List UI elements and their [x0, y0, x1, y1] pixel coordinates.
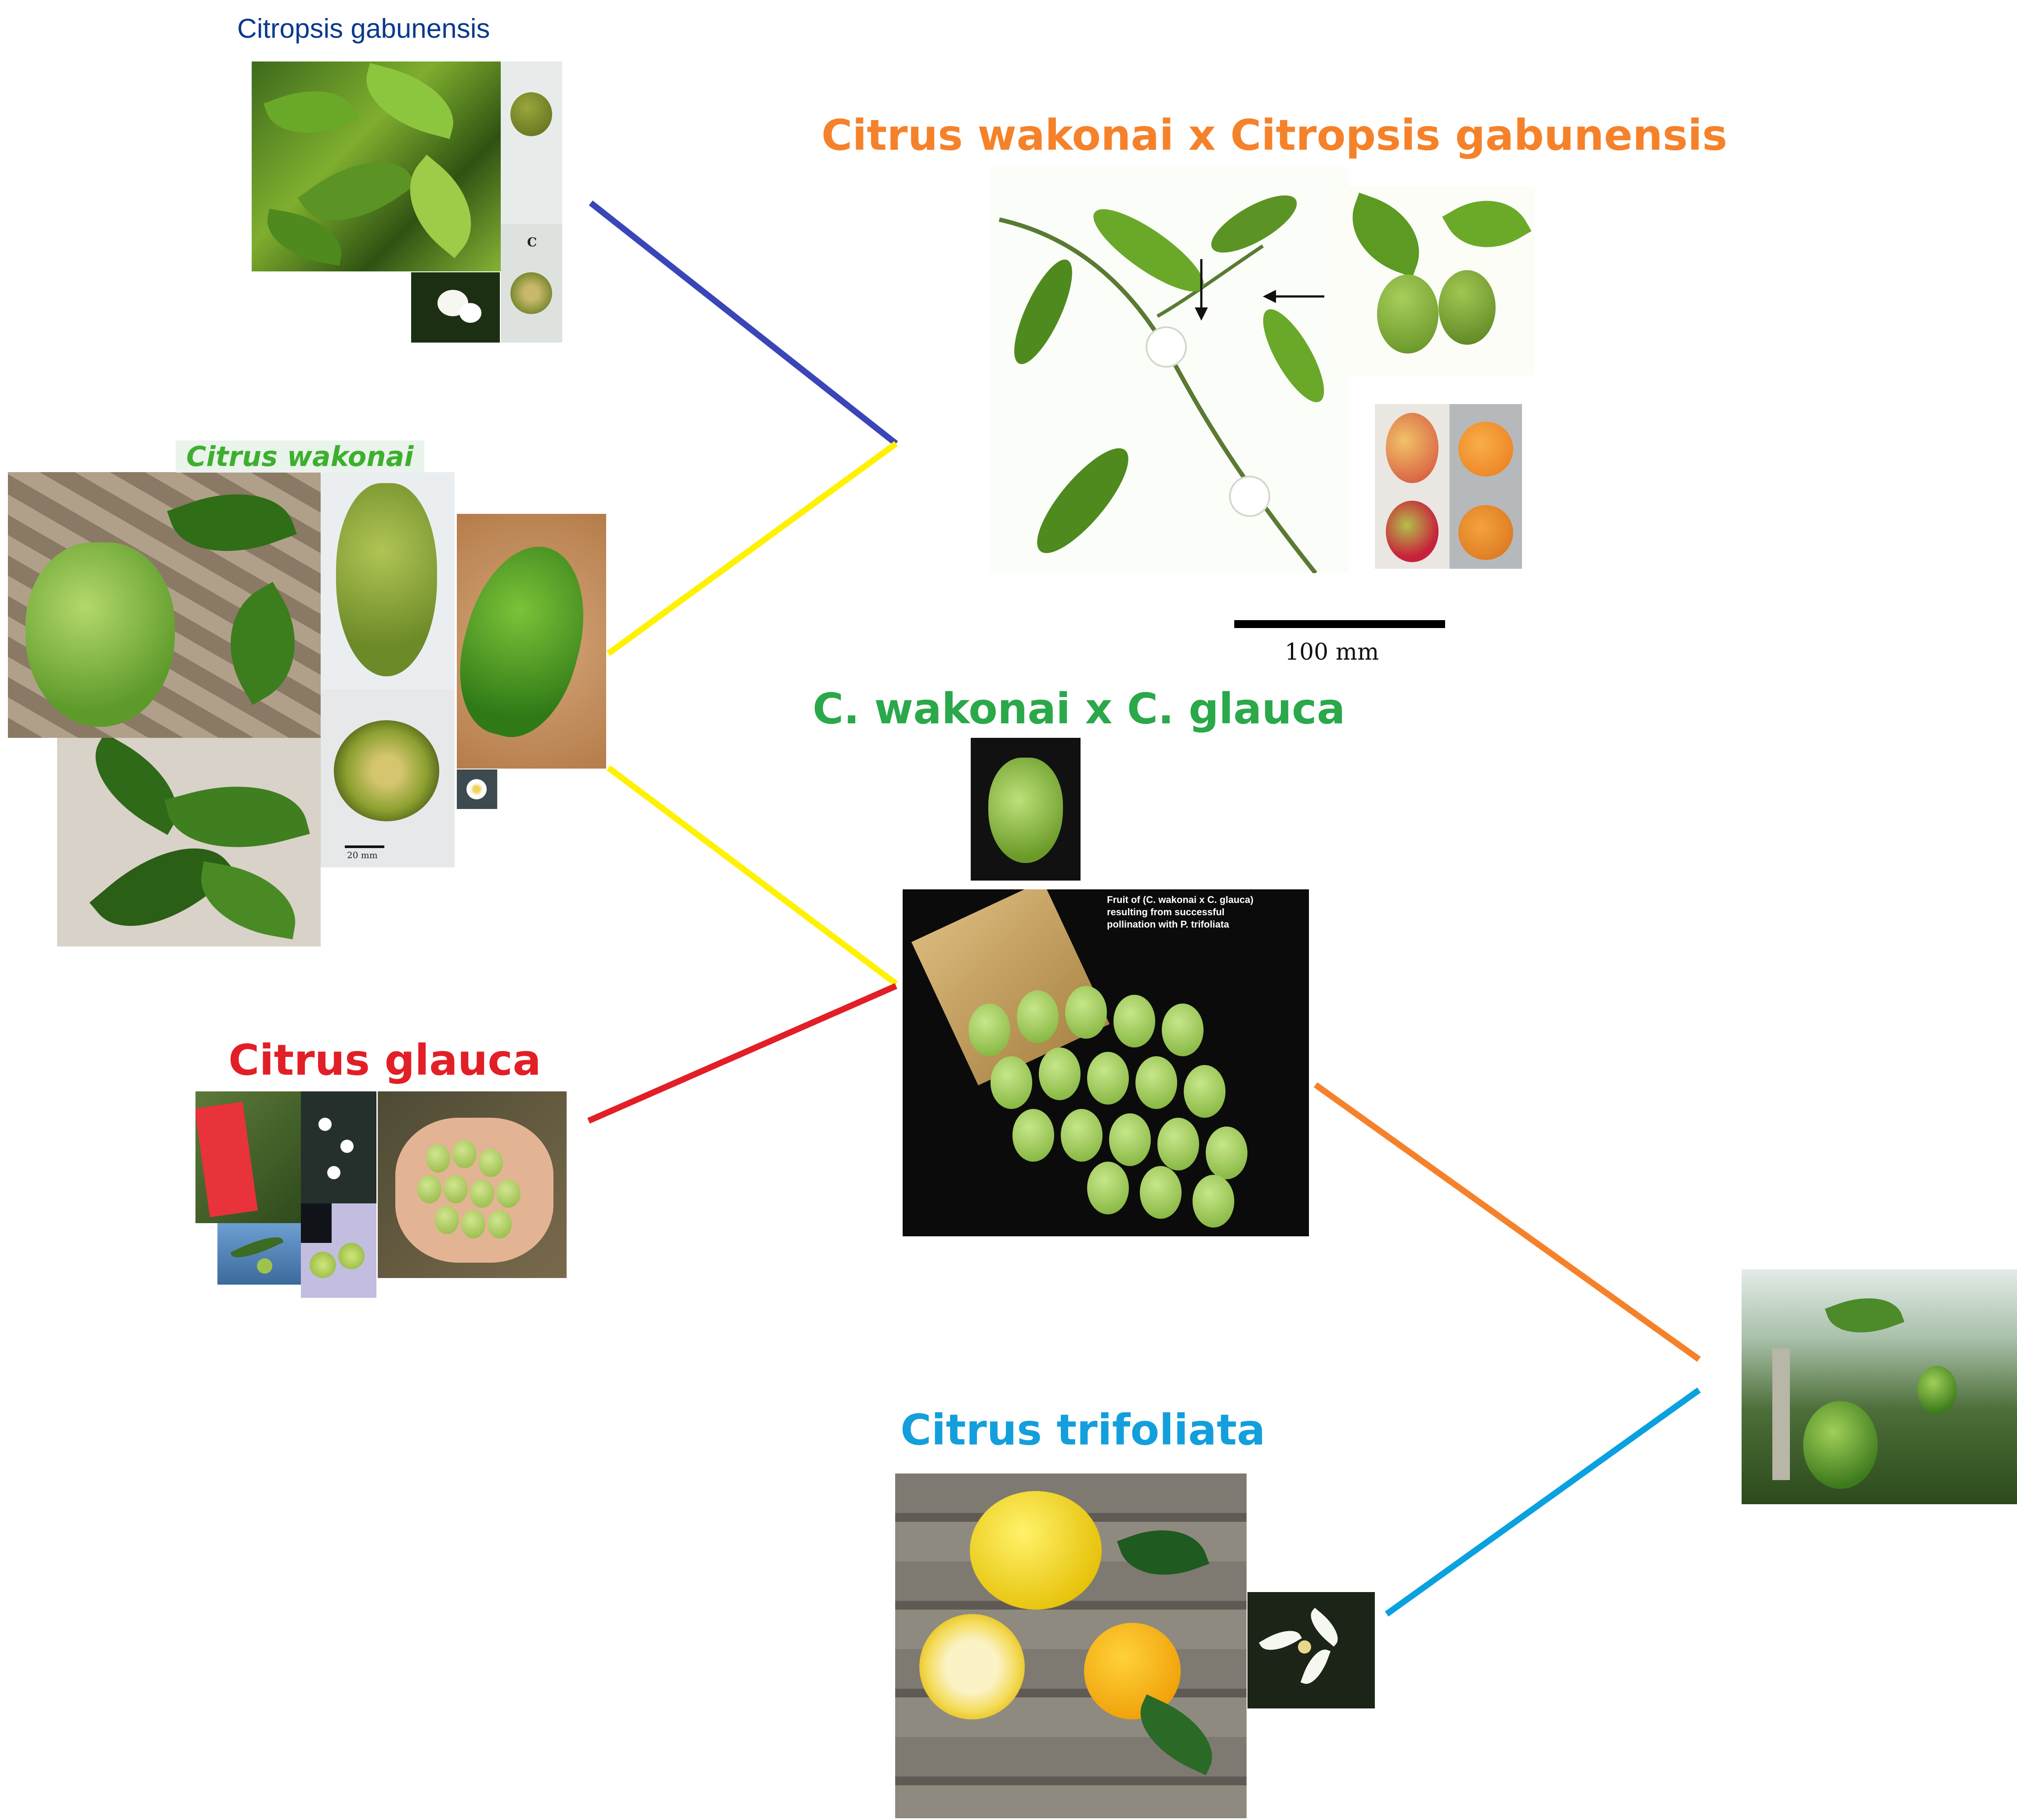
caption-line-2: resulting from successful: [1107, 906, 1296, 918]
line-glauca-to-hybrid2: [589, 986, 896, 1121]
photo-wakonai-fruit-on-sand: [457, 514, 606, 769]
scale-bar-small-label: 20 mm: [347, 850, 378, 860]
photo-final-greenhouse-fruit: [1742, 1269, 2017, 1504]
photo-trifoliata-fruit-on-wood: [895, 1473, 1247, 1818]
photo-hybrid1-orange-fruit: [1449, 404, 1522, 569]
caption-line-1: Fruit of (C. wakonai x C. glauca): [1107, 894, 1296, 906]
photo-wakonai-flower: [457, 769, 497, 809]
label-hybrid-wakonai-glauca: C. wakonai x C. glauca: [813, 684, 1345, 733]
fruit-bag-caption: Fruit of (C. wakonai x C. glauca) result…: [1107, 894, 1296, 931]
photo-trifoliata-flower: [1247, 1592, 1375, 1708]
photo-glauca-tag: [195, 1091, 301, 1223]
photo-hybrid1-red-fruit: [1375, 404, 1449, 569]
photo-hybrid1-branch-drawing: [990, 167, 1348, 573]
line-wakonai-to-hybrid1: [608, 444, 896, 654]
photo-glauca-blossoms: [301, 1091, 376, 1203]
photo-citropsis-fruit: [501, 61, 562, 224]
photo-citropsis-leaves: [252, 61, 501, 271]
photo-wakonai-leaves: [57, 738, 321, 946]
caption-line-3: pollination with P. trifoliata: [1107, 918, 1296, 931]
photo-wakonai-fruit-section: [321, 690, 455, 867]
photo-hybrid1-fruit-cluster: [1337, 187, 1535, 376]
label-citrus-glauca: Citrus glauca: [228, 1036, 541, 1085]
photo-glauca-limes: [301, 1203, 376, 1298]
label-hybrid-wakonai-citropsis: Citrus wakonai x Citropsis gabunensis: [821, 111, 1727, 160]
label-citropsis-gabunensis: Citropsis gabunensis: [237, 13, 490, 44]
photo-wakonai-warty-fruit: [8, 472, 322, 738]
scale-bar: [1234, 620, 1445, 628]
line-trifoliata-to-final: [1387, 1390, 1699, 1614]
photo-glauca-branch: [217, 1223, 301, 1285]
label-citrus-trifoliata: Citrus trifoliata: [900, 1405, 1265, 1455]
photo-citropsis-flowers: [411, 272, 500, 343]
line-wakonai-to-hybrid2: [608, 768, 896, 984]
photo-glauca-fruit-in-hand: [378, 1091, 567, 1278]
photo-wakonai-fruit-upright: [321, 472, 455, 690]
line-hybrid2-to-final: [1316, 1085, 1699, 1359]
label-citrus-wakonai: Citrus wakonai: [176, 441, 424, 473]
photo-hybrid2-single-fruit: [971, 738, 1081, 881]
scale-bar-label: 100 mm: [1285, 639, 1379, 665]
photo-hybrid2-fruit-bag: [903, 889, 1309, 1236]
panel-letter: C: [527, 235, 537, 249]
line-citropsis-to-hybrid1: [591, 203, 896, 444]
